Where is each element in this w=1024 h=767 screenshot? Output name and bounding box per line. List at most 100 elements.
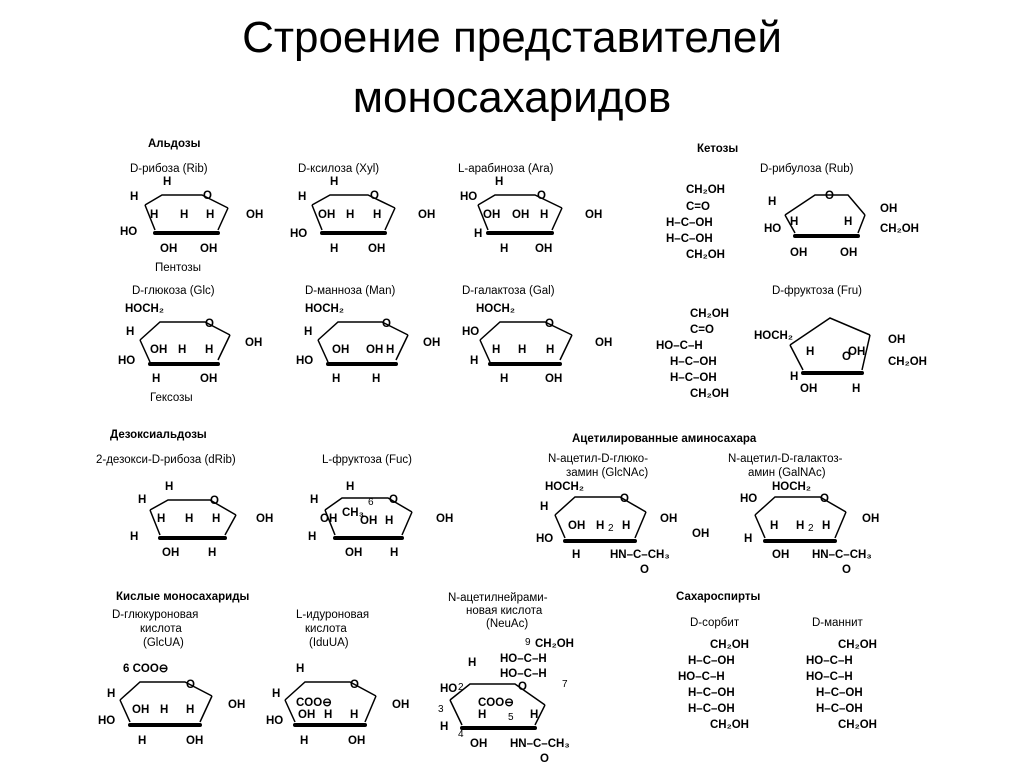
atom-label: O bbox=[842, 351, 851, 363]
atom-label: OH bbox=[772, 549, 789, 561]
atom-label: H bbox=[130, 191, 138, 203]
atom-label: H bbox=[185, 513, 193, 525]
mannitol-structure: D-маннит CH₂OH HO–C–H HO–C–H H–C–OH H–C–… bbox=[806, 617, 877, 731]
galnac-structure: N-ацетил-D-галактоз- амин (GalNAc) HOCH₂… bbox=[728, 453, 879, 576]
atom-label: OH bbox=[160, 243, 177, 255]
atom-label: 3 bbox=[438, 704, 444, 715]
atom-label: кислота bbox=[140, 623, 182, 635]
arabinose-label: L-арабиноза (Ara) bbox=[458, 163, 554, 175]
atom-label: OH bbox=[862, 513, 879, 525]
atom-label: HN–C–CH₃ bbox=[510, 738, 570, 750]
hexoses-label: Гексозы bbox=[150, 392, 193, 404]
atom-label: C=O bbox=[686, 201, 710, 213]
atom-label: HO bbox=[266, 715, 283, 727]
atom-label: H bbox=[330, 176, 338, 188]
atom-label: C=O bbox=[690, 324, 714, 336]
atom-label: H bbox=[518, 344, 526, 356]
slide-title-line1: Строение представителей bbox=[242, 13, 782, 62]
atom-label: H bbox=[492, 344, 500, 356]
atom-label: OH bbox=[848, 346, 865, 358]
atom-label: H bbox=[622, 520, 630, 532]
ribulose-open-chain: CH₂OH C=O H–C–OH H–C–OH CH₂OH bbox=[666, 184, 725, 261]
atom-label: O bbox=[370, 190, 379, 202]
atom-label: H bbox=[790, 216, 798, 228]
atom-label: D-глюкуроновая bbox=[112, 609, 198, 621]
atom-label: H bbox=[206, 209, 214, 221]
atom-label: HOCH₂ bbox=[772, 481, 811, 493]
atom-label: H bbox=[596, 520, 604, 532]
galactose-structure: D-галактоза (Gal) HOCH₂ O HO H H H OH H … bbox=[462, 285, 612, 385]
atom-label: O bbox=[518, 681, 527, 693]
atom-label: OH bbox=[392, 699, 409, 711]
atom-label: OH bbox=[348, 735, 365, 747]
atom-label: 2 bbox=[808, 523, 814, 534]
atom-label: HO bbox=[120, 226, 137, 238]
atom-label: H bbox=[180, 209, 188, 221]
atom-label: CH₂OH bbox=[888, 356, 927, 368]
atom-label: OH bbox=[535, 243, 552, 255]
atom-label: H bbox=[300, 735, 308, 747]
atom-label: OH bbox=[332, 344, 349, 356]
atom-label: OH bbox=[368, 243, 385, 255]
atom-label: O bbox=[537, 190, 546, 202]
atom-label: H bbox=[298, 191, 306, 203]
atom-label: OH bbox=[318, 209, 335, 221]
atom-label: COO⊖ bbox=[478, 697, 514, 709]
atom-label: H–C–OH bbox=[816, 687, 863, 699]
atom-label: OH bbox=[840, 247, 857, 259]
atom-label: H–C–OH bbox=[670, 356, 717, 368]
section-acidic: Кислые моносахариды bbox=[116, 591, 250, 603]
ribulose-label: D-рибулоза (Rub) bbox=[760, 163, 854, 175]
atom-label: H bbox=[157, 513, 165, 525]
atom-label: замин (GlcNAc) bbox=[566, 467, 648, 479]
atom-label: OH bbox=[545, 373, 562, 385]
xylose-structure: D-ксилоза (Xyl) O H H OH H H OH HO H OH bbox=[290, 163, 435, 255]
atom-label: OH bbox=[660, 513, 677, 525]
atom-label: H bbox=[350, 709, 358, 721]
atom-label: HO bbox=[98, 715, 115, 727]
atom-label: O bbox=[205, 318, 214, 330]
atom-label: H bbox=[386, 344, 394, 356]
section-sugar-alcohols: Сахароспирты bbox=[676, 591, 760, 603]
atom-label: CH₂OH bbox=[838, 719, 877, 731]
atom-label: 4 bbox=[458, 729, 464, 740]
atom-label: HO bbox=[740, 493, 757, 505]
atom-label: H bbox=[296, 663, 304, 675]
atom-label: H bbox=[212, 513, 220, 525]
atom-label: H bbox=[208, 547, 216, 559]
atom-label: CH₂OH bbox=[838, 639, 877, 651]
atom-label: 2 bbox=[608, 523, 614, 534]
atom-label: OH bbox=[246, 209, 263, 221]
atom-label: H bbox=[346, 209, 354, 221]
atom-label: OH bbox=[595, 337, 612, 349]
atom-label: HOCH₂ bbox=[125, 303, 164, 315]
arabinose-structure: L-арабиноза (Ara) O H HO OH OH H OH H H … bbox=[458, 163, 602, 255]
glcnac-structure: N-ацетил-D-глюко- замин (GlcNAc) HOCH₂ O… bbox=[536, 453, 709, 576]
atom-label: 2 bbox=[458, 682, 464, 693]
fructose-label: D-фруктоза (Fru) bbox=[772, 285, 862, 297]
atom-label: CH₂OH bbox=[710, 639, 749, 651]
ribose-structure: D-рибоза (Rib) O H H H H H OH HO OH OH П… bbox=[120, 163, 263, 274]
atom-label: OH bbox=[256, 513, 273, 525]
atom-label: H bbox=[163, 176, 171, 188]
atom-label: H bbox=[495, 176, 503, 188]
atom-label: H bbox=[468, 657, 476, 669]
atom-label: OH bbox=[790, 247, 807, 259]
atom-label: HO–C–H bbox=[500, 668, 547, 680]
atom-label: H bbox=[310, 494, 318, 506]
atom-label: H bbox=[474, 228, 482, 240]
section-ketoses: Кетозы bbox=[697, 143, 738, 155]
atom-label: OH bbox=[568, 520, 585, 532]
atom-label: H bbox=[372, 373, 380, 385]
atom-label: N-ацетилнейрами- bbox=[448, 592, 548, 604]
atom-label: O bbox=[382, 318, 391, 330]
atom-label: H bbox=[530, 709, 538, 721]
atom-label: H bbox=[540, 209, 548, 221]
atom-label: H bbox=[186, 704, 194, 716]
atom-label: H bbox=[822, 520, 830, 532]
atom-label: L-идуроновая bbox=[296, 609, 369, 621]
atom-label: H bbox=[165, 481, 173, 493]
atom-label: H bbox=[440, 721, 448, 733]
atom-label: H bbox=[470, 355, 478, 367]
